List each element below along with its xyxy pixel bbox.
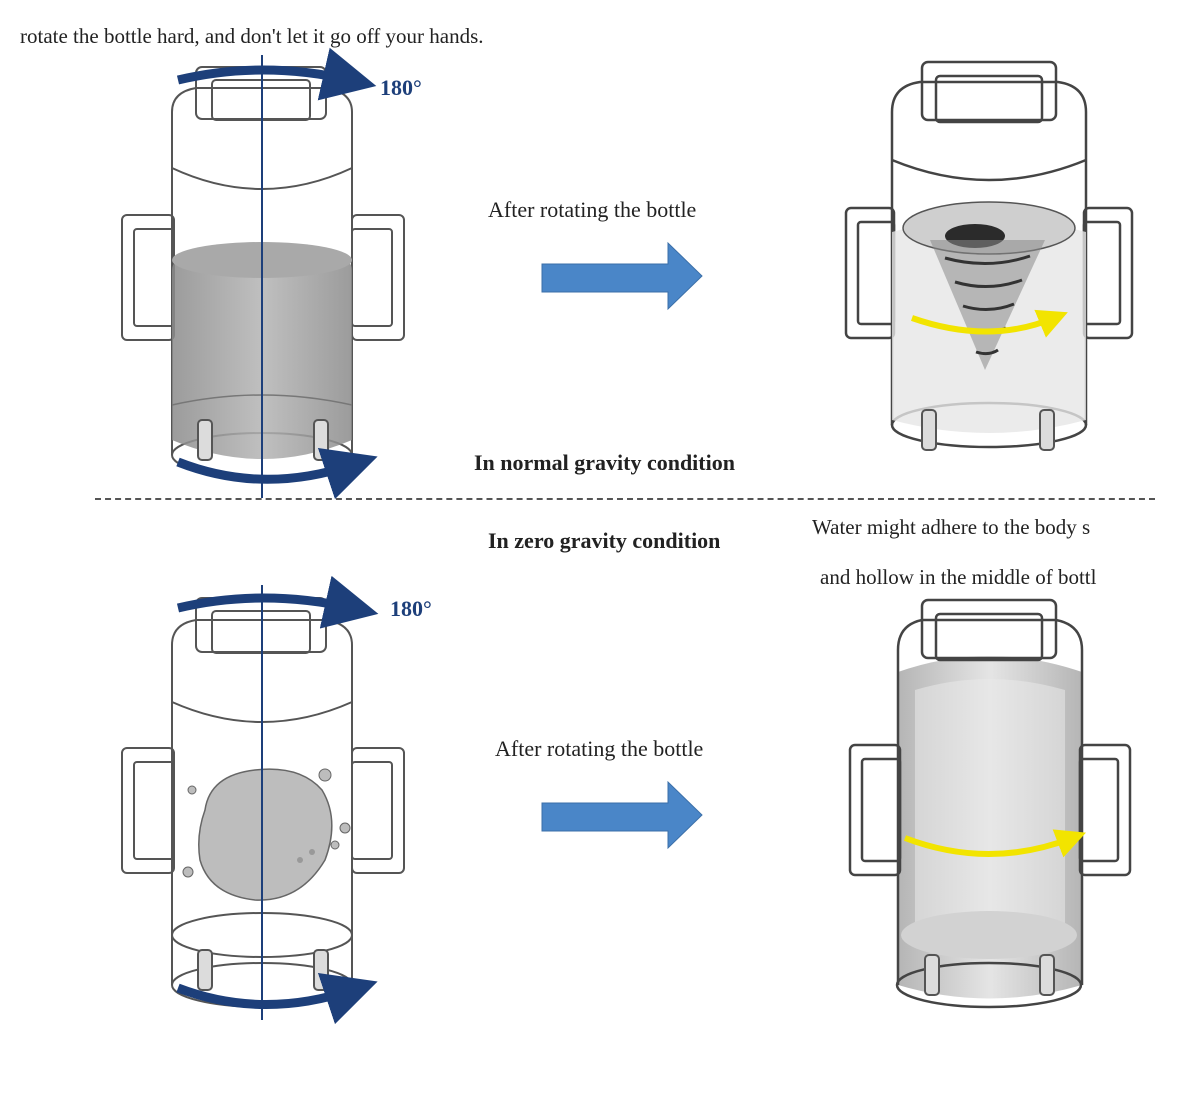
- step-label-normal: After rotating the bottle: [488, 197, 697, 222]
- section-divider: [95, 498, 1155, 500]
- flow-arrow-walls: [903, 829, 1086, 858]
- bottle-right-handle: [351, 214, 405, 341]
- bottle-legs-vortex: [921, 409, 1055, 451]
- rotation-angle-label-zero: 180°: [390, 596, 432, 621]
- flow-arrow-vortex: [911, 309, 1068, 338]
- rotation-arrow-top-zero: [176, 575, 379, 629]
- top-caption: rotate the bottle hard, and don't let it…: [20, 24, 484, 48]
- rotation-arrow-bottom-normal: [176, 447, 378, 500]
- condition-label-zero: In zero gravity condition: [488, 528, 721, 553]
- note-line-1: Water might adhere to the body s: [812, 515, 1091, 539]
- condition-label-normal: In normal gravity condition: [474, 450, 735, 475]
- process-arrow-normal: [541, 241, 703, 311]
- water-blob-zero: [182, 768, 351, 901]
- note-line-2: and hollow in the middle of bottl: [820, 565, 1097, 589]
- water-vortex: [892, 201, 1086, 433]
- process-arrow-zero: [541, 780, 703, 850]
- bottle-left-handle: [121, 214, 175, 341]
- rotation-arrow-top-normal: [176, 47, 377, 101]
- step-label-zero: After rotating the bottle: [495, 736, 704, 761]
- bottle-legs-normal: [197, 419, 329, 461]
- bottle-zero-after: [848, 598, 1132, 1009]
- rotation-angle-label-normal: 180°: [380, 75, 422, 100]
- rotation-arrow-bottom-zero: [176, 972, 378, 1025]
